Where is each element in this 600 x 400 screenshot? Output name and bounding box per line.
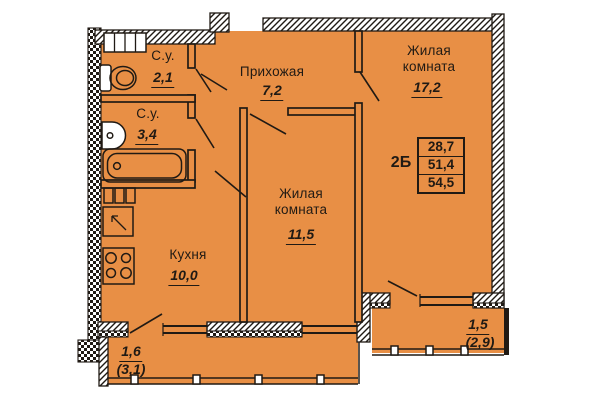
living2-door (249, 113, 287, 135)
balcony-right-area-full: (2,9) (465, 334, 495, 350)
interior-walls (100, 30, 363, 323)
balcony-left-floor (107, 337, 358, 384)
room-label-su2: С.у. (136, 106, 160, 121)
stove-icon (102, 247, 135, 285)
washbasin-icon (101, 121, 127, 150)
railing-left (107, 377, 358, 385)
wall-bottom-room17-b (472, 292, 505, 305)
balcony-railings (107, 342, 504, 385)
room-label-kitchen: Кухня (169, 247, 207, 262)
balcony-left-area: 1,6 (119, 343, 143, 362)
apartment-area-total: 51,4 (419, 156, 463, 174)
windows (162, 294, 474, 336)
bathroom-fixtures (99, 32, 187, 204)
wall-left-step (77, 339, 102, 363)
apartment-type-label: 2Б (390, 154, 412, 171)
living1-balcony-door (387, 280, 418, 297)
floor-areas (101, 31, 505, 384)
apartment-areas-box: 28,7 51,4 54,5 (417, 137, 465, 194)
su1-door (195, 68, 212, 93)
room-label-hall: Прихожая (239, 64, 305, 79)
wall-top-right (262, 17, 496, 32)
room-area-living1: 17,2 (411, 79, 443, 98)
su2-door (195, 118, 215, 149)
shelf-icon (103, 32, 147, 53)
bathtub-icon (102, 148, 187, 183)
room-area-hall: 7,2 (260, 82, 284, 101)
kitchen-balcony-door (129, 313, 163, 334)
doors (129, 68, 418, 334)
room-label-living1: Жилая комната (402, 43, 456, 74)
room-label-su1: С.у. (151, 48, 175, 63)
entry-door (200, 73, 228, 91)
kitchen-fixtures (102, 206, 135, 285)
wall-left (87, 27, 102, 341)
kitchen-sink-icon (102, 206, 134, 237)
room-area-living2: 11,5 (285, 226, 317, 245)
toilet-icon (99, 64, 137, 92)
balcony-left-area-full: (3,1) (116, 361, 146, 377)
room-label-living2: Жилая комната (274, 186, 328, 217)
balcony-left-edge (98, 336, 109, 387)
apartment-area-living: 28,7 (427, 139, 455, 154)
living2-window (302, 325, 357, 334)
living1-door (359, 71, 380, 102)
exterior-walls (77, 12, 509, 387)
apartment-area-with-balcony: 54,5 (419, 174, 463, 192)
kitchen-door (214, 170, 247, 198)
room-area-su2: 3,4 (135, 126, 159, 145)
wall-right (491, 13, 505, 309)
room-area-su1: 2,1 (151, 69, 175, 88)
kitchen-window (163, 325, 207, 334)
wall-entry-pier (209, 12, 230, 33)
balcony-right-area: 1,5 (466, 316, 490, 335)
room-area-kitchen: 10,0 (168, 267, 200, 286)
living1-window (420, 296, 473, 306)
balcony-right-edge (504, 308, 509, 355)
radiator-icon (103, 187, 136, 204)
